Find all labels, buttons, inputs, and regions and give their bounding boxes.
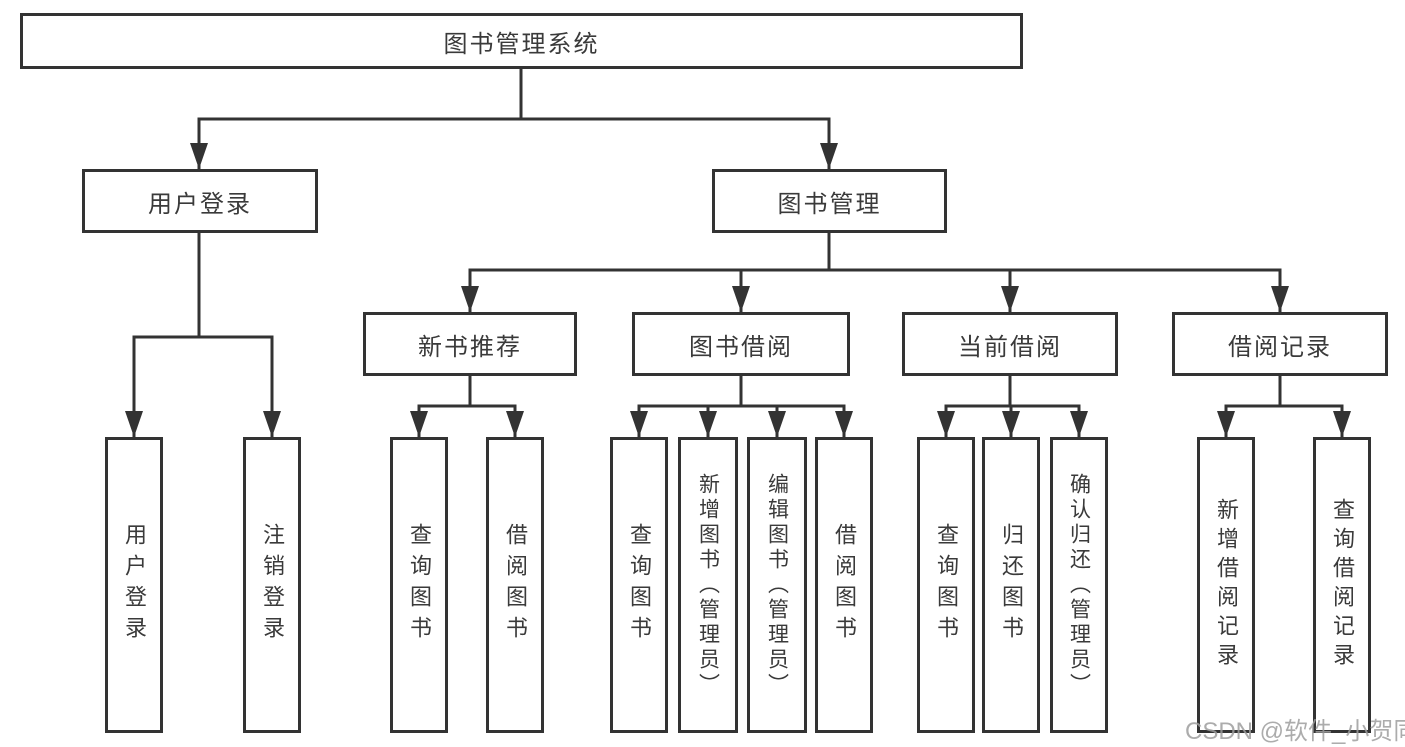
node-label: 借阅记录 bbox=[1228, 333, 1332, 361]
connector-root-book-management bbox=[519, 69, 838, 169]
node-current-borrowing: 当前借阅 bbox=[902, 312, 1118, 376]
node-label: 用户登录 bbox=[148, 190, 252, 218]
node-label: 查询借阅记录 bbox=[1330, 498, 1355, 672]
leaf-query-books-2: 查询图书 bbox=[610, 437, 668, 733]
connector-mgmt-current-borrow bbox=[827, 233, 1019, 312]
node-label: 借阅图书 bbox=[832, 523, 857, 647]
leaf-logout: 注销登录 bbox=[243, 437, 301, 733]
leaf-borrow-books-2: 借阅图书 bbox=[815, 437, 873, 733]
leaf-edit-book-admin: 编辑图书（管理员） bbox=[747, 437, 807, 733]
leaf-add-borrow-record: 新增借阅记录 bbox=[1197, 437, 1255, 733]
node-label: 确认归还（管理员） bbox=[1067, 472, 1091, 698]
leaf-return-books: 归还图书 bbox=[982, 437, 1040, 733]
node-label: 图书借阅 bbox=[689, 333, 793, 361]
connector-root-user-login bbox=[190, 69, 523, 169]
connector-records-add bbox=[1217, 376, 1282, 437]
node-borrowing-records: 借阅记录 bbox=[1172, 312, 1388, 376]
node-user-login: 用户登录 bbox=[82, 169, 318, 233]
csdn-watermark: CSDN @软件_小贺同学 bbox=[1185, 718, 1405, 745]
node-label: 归还图书 bbox=[999, 523, 1024, 647]
connector-mgmt-borrow-records bbox=[827, 233, 1289, 312]
node-label: 查询图书 bbox=[934, 523, 959, 647]
node-label: 查询图书 bbox=[627, 523, 652, 647]
node-label: 图书管理 bbox=[777, 190, 882, 218]
node-label: 新增图书（管理员） bbox=[696, 472, 720, 698]
leaf-query-borrow-record: 查询借阅记录 bbox=[1313, 437, 1371, 733]
node-library-management-system: 图书管理系统 bbox=[20, 13, 1023, 69]
connector-newbook-borrow bbox=[468, 376, 524, 437]
node-label: 当前借阅 bbox=[958, 333, 1062, 361]
connector-newbook-query bbox=[410, 376, 472, 437]
connector-mgmt-new-book bbox=[461, 233, 831, 312]
connector-records-query bbox=[1278, 376, 1351, 437]
node-book-borrowing: 图书借阅 bbox=[632, 312, 850, 376]
node-label: 图书管理系统 bbox=[443, 30, 600, 58]
node-label: 用户登录 bbox=[122, 523, 147, 647]
connector-current-confirm bbox=[1008, 376, 1088, 437]
node-label: 查询图书 bbox=[407, 523, 432, 647]
leaf-query-books-1: 查询图书 bbox=[390, 437, 448, 733]
node-label: 编辑图书（管理员） bbox=[765, 472, 789, 698]
leaf-query-books-3: 查询图书 bbox=[917, 437, 975, 733]
node-label: 新书推荐 bbox=[418, 333, 522, 361]
node-book-management: 图书管理 bbox=[712, 169, 947, 233]
node-new-book-recommend: 新书推荐 bbox=[363, 312, 577, 376]
connector-mgmt-book-borrow bbox=[732, 233, 831, 312]
connector-borrow-borrow bbox=[739, 376, 853, 437]
leaf-confirm-return-admin: 确认归还（管理员） bbox=[1050, 437, 1108, 733]
leaf-add-book-admin: 新增图书（管理员） bbox=[678, 437, 738, 733]
connector-borrow-add bbox=[699, 376, 743, 437]
leaf-user-login: 用户登录 bbox=[105, 437, 163, 733]
leaf-borrow-books-1: 借阅图书 bbox=[486, 437, 544, 733]
node-label: 注销登录 bbox=[260, 523, 285, 647]
connector-login-user-login bbox=[125, 233, 201, 437]
connector-login-logout bbox=[197, 233, 281, 437]
node-label: 新增借阅记录 bbox=[1214, 498, 1239, 672]
connector-current-query bbox=[937, 376, 1012, 437]
node-label: 借阅图书 bbox=[503, 523, 528, 647]
